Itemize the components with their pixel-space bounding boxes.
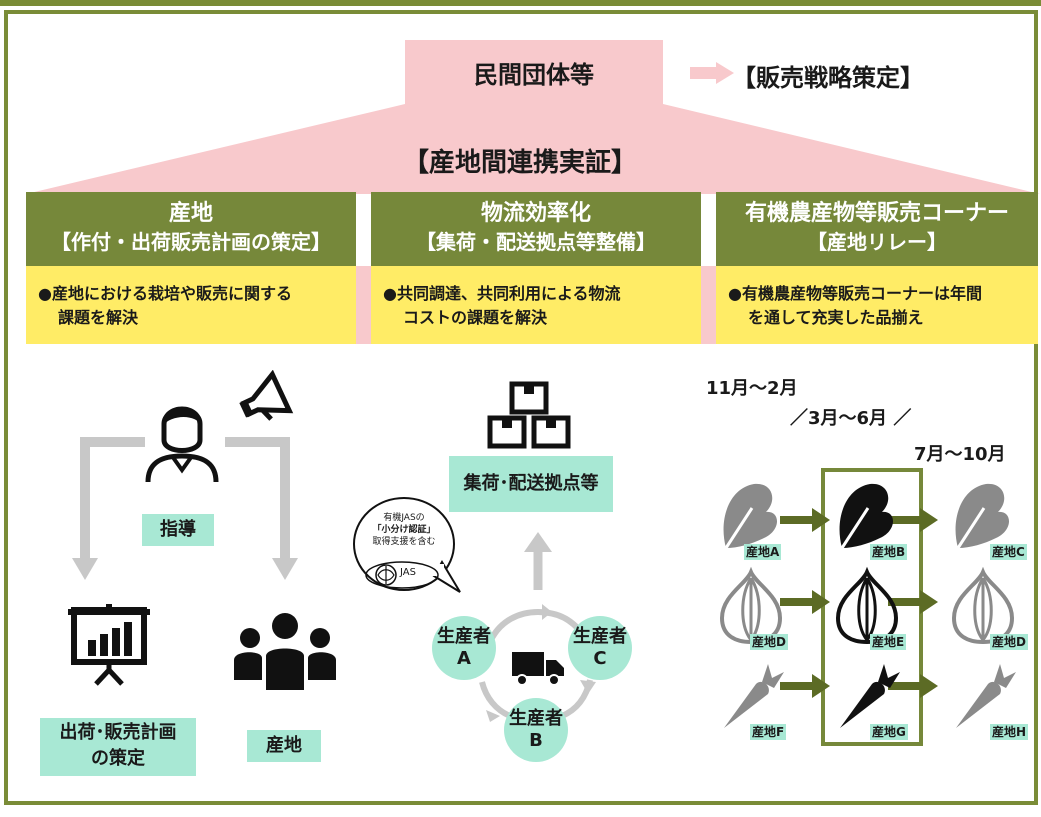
bullet-text: ●共同調達、共同利用による物流 [383, 284, 621, 303]
leafy-greens-icon [955, 483, 1009, 549]
column-header-logistics: 物流効率化 【集荷・配送拠点等整備】 [371, 192, 701, 266]
producer-c: 生産者 C [568, 616, 632, 680]
bullet-text-cont: 課題を解決 [58, 308, 139, 327]
bullet-text: ●産地における栽培や販売に関する [38, 284, 292, 303]
bubble-line3: 取得支援を含む [372, 537, 436, 547]
org-label: 民間団体等 [474, 60, 594, 89]
bullet-text-cont: を通して充実した品揃え [748, 308, 924, 327]
region-label-g: 産地G [870, 724, 908, 740]
megaphone-icon [239, 370, 294, 421]
bubble-line1: 有機JASの [383, 513, 425, 523]
carrot-icon [724, 664, 784, 728]
region-label-a: 産地A [744, 544, 782, 560]
region-label-e: 産地E [870, 634, 907, 650]
producer-label: 生産者 [509, 708, 563, 729]
roof-shape [26, 104, 1040, 194]
producer-id: A [457, 648, 471, 669]
column-title: 有機農産物等販売コーナー [744, 201, 1009, 226]
hub-label: 集荷･配送拠点等 [449, 456, 613, 512]
top-border [0, 0, 1041, 6]
bullet-text: ●有機農産物等販売コーナーは年間 [728, 284, 982, 303]
season-1: 11月～2月 [706, 378, 798, 399]
plan-label-line2: の策定 [91, 748, 145, 769]
truck-icon [512, 652, 564, 686]
leafy-greens-icon [723, 483, 777, 549]
bubble-text: 有機JASの 「小分け認証」 取得支援を含む [354, 512, 454, 548]
region-label: 産地 [247, 730, 321, 762]
region-label-f: 産地F [750, 724, 787, 740]
boxes-icon [487, 381, 571, 449]
pink-strip [701, 266, 716, 344]
column-header-region: 産地 【作付・出荷販売計画の策定】 [26, 192, 356, 266]
column-bullet-organic: ●有機農産物等販売コーナーは年間 を通して充実した品揃え [716, 266, 1038, 344]
guidance-label: 指導 [142, 514, 214, 546]
bullet-text-cont: コストの課題を解決 [403, 308, 548, 327]
flow-arrows [72, 437, 298, 580]
carrot-icon [956, 664, 1016, 728]
column-bullet-region: ●産地における栽培や販売に関する 課題を解決 [26, 266, 356, 344]
onion-icon [835, 566, 899, 645]
producer-id: B [529, 730, 543, 751]
producer-a: 生産者 A [432, 616, 496, 680]
pink-strip [356, 266, 371, 344]
column-title: 物流効率化 [480, 201, 591, 226]
column-header-organic: 有機農産物等販売コーナー 【産地リレー】 [716, 192, 1038, 266]
producer-label: 生産者 [437, 626, 491, 647]
strategy-label: 【販売戦略策定】 [732, 64, 924, 92]
presentation-chart-icon [68, 604, 150, 686]
producer-b: 生産者 B [504, 698, 568, 762]
column-subtitle: 【集荷・配送拠点等整備】 [416, 230, 656, 254]
instructor-icon [145, 406, 219, 483]
carrot-icon [840, 664, 900, 728]
onion-icon [951, 566, 1015, 645]
producer-id: C [593, 648, 607, 669]
region-label-c: 産地C [990, 544, 1027, 560]
producer-label: 生産者 [573, 626, 627, 647]
column-bullet-logistics: ●共同調達、共同利用による物流 コストの課題を解決 [371, 266, 701, 344]
column-title: 産地 [168, 201, 213, 226]
season-3: 7月～10月 [914, 444, 1006, 465]
region-label-b: 産地B [870, 544, 908, 560]
region-label-h: 産地H [990, 724, 1029, 740]
group-people-icon [234, 613, 336, 690]
jas-logo-icon [365, 561, 439, 589]
jas-text: JAS [400, 567, 416, 578]
plan-label-line1: 出荷･販売計画 [59, 722, 177, 743]
region-label-d: 産地D [750, 634, 788, 650]
column-subtitle: 【作付・出荷販売計画の策定】 [51, 230, 331, 254]
region-label-d2: 産地D [990, 634, 1028, 650]
diagram-frame [4, 10, 1038, 805]
relay-arrows [780, 508, 938, 698]
org-box: 民間団体等 [405, 40, 663, 104]
bubble-line2: 「小分け認証」 [372, 525, 436, 535]
leafy-greens-icon [839, 483, 893, 549]
season-2: ／3月～6月 ／ [790, 408, 912, 429]
plan-label: 出荷･販売計画 の策定 [40, 718, 196, 776]
arrow-right-icon [690, 62, 734, 84]
column-subtitle: 【産地リレー】 [807, 230, 947, 254]
demo-label: 【産地間連携実証】 [402, 148, 637, 178]
